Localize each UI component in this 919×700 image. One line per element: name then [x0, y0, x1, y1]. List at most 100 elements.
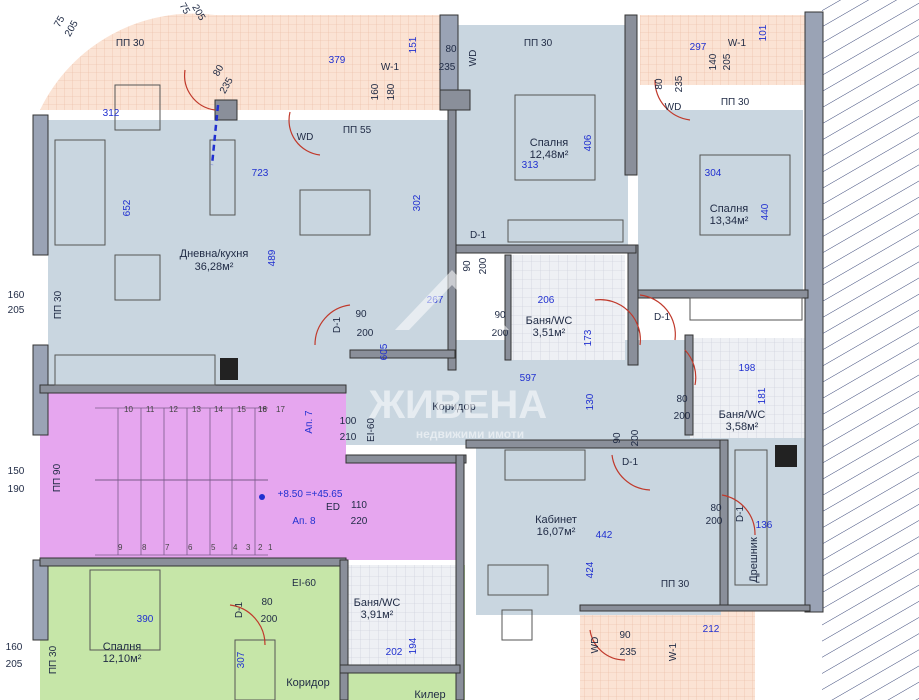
dim-200a: 200: [357, 328, 374, 339]
d1-tag-2: D-1: [654, 312, 671, 323]
columns: [220, 358, 797, 467]
dim-235a: 235: [439, 62, 456, 73]
bed3-name: Спалня: [103, 641, 142, 653]
dim-80a: 80: [445, 44, 457, 55]
dim-160c: 160: [6, 642, 23, 653]
dim-75b: 75: [177, 1, 192, 17]
dim-90a: 90: [355, 309, 367, 320]
dim-90d: 90: [462, 260, 473, 272]
dim-220: 220: [351, 516, 368, 527]
dim-75a: 75: [52, 14, 67, 30]
dim-190: 190: [8, 484, 25, 495]
dim-210: 210: [340, 432, 357, 443]
elevator-lobby: [346, 460, 456, 560]
furniture: [54, 84, 803, 700]
bed1-floor: [456, 25, 628, 245]
pp55-tag: ПП 55: [343, 125, 372, 136]
wd-tag-4: WD: [468, 50, 479, 67]
bath3-area: 3,91м²: [361, 609, 394, 621]
dim-130: 130: [585, 393, 596, 410]
pp30-tag-5: ПП 30: [53, 290, 64, 319]
dim-80f: 80: [676, 394, 688, 405]
stair-num: 10: [124, 405, 133, 414]
living-area: 36,28м²: [195, 261, 234, 273]
level-marker: [259, 494, 265, 500]
ap8-label: Ап. 8: [292, 516, 316, 527]
dim-235b: 235: [674, 75, 685, 92]
dim-202: 202: [386, 647, 403, 658]
pp30-tag-1: ПП 30: [524, 38, 553, 49]
walls: [32, 11, 824, 700]
dim-90e: 90: [494, 310, 506, 321]
dim-200b: 200: [706, 516, 723, 527]
dim-424: 424: [585, 561, 596, 578]
bed1-name: Спалня: [530, 137, 569, 149]
dim-200e: 200: [630, 429, 641, 446]
dim-297: 297: [690, 42, 707, 53]
stair-num: 7: [165, 543, 170, 552]
bed3-area: 12,10м²: [103, 653, 142, 665]
stair-numbers: 10 11 12 13 14 15 16 17 18 9 8 7 6 5 4 3…: [118, 405, 285, 552]
stair-num: 2: [258, 543, 263, 552]
dim-723: 723: [252, 168, 269, 179]
axis-dashed: [210, 104, 220, 166]
office-floor: [476, 445, 721, 615]
dim-307: 307: [236, 651, 247, 668]
w1-tag-3: W-1: [668, 642, 679, 661]
bath2-name: Баня/WC: [719, 409, 766, 421]
stair-num: 18: [258, 405, 267, 414]
dim-101: 101: [758, 24, 769, 41]
dim-313: 313: [522, 160, 539, 171]
d1-tag-4: D-1: [735, 506, 746, 523]
dim-150: 150: [8, 466, 25, 477]
dim-160b: 160: [8, 290, 25, 301]
dim-80b: 80: [654, 78, 665, 90]
closet-name: Дрешник: [748, 537, 760, 583]
dim-180a: 180: [386, 83, 397, 100]
dim-140a: 140: [708, 53, 719, 70]
dim-200c: 200: [261, 614, 278, 625]
bath1-floor: [505, 255, 625, 360]
dim-181: 181: [757, 387, 768, 404]
stair-num: 8: [142, 543, 147, 552]
office-area: 16,07м²: [537, 526, 576, 538]
d1-tag-6: D-1: [234, 602, 245, 619]
dim-312: 312: [103, 108, 120, 119]
doors: [184, 69, 756, 661]
terrace-bottom-right: [580, 605, 755, 700]
living-name: Дневна/кухня: [180, 248, 249, 260]
dim-110: 110: [351, 500, 367, 511]
stair-num: 1: [268, 543, 273, 552]
dim-304: 304: [705, 168, 722, 179]
stair-num: 16: [258, 405, 267, 414]
w1-tag-1: W-1: [381, 62, 400, 73]
stair-num: 14: [214, 405, 223, 414]
wd-tag-2: WD: [665, 102, 682, 113]
dim-151: 151: [408, 36, 419, 53]
watermark: ЖИВЕНА недвижими имоти: [368, 270, 547, 441]
dim-90c: 90: [612, 432, 623, 444]
pp90-tag: ПП 90: [52, 463, 63, 492]
storage-name: Килер: [414, 689, 445, 700]
pp30-tag-3: ПП 30: [661, 579, 690, 590]
d1-tag-1: D-1: [470, 230, 487, 241]
bath3-name: Баня/WC: [354, 597, 401, 609]
stairwell: [40, 392, 346, 564]
dim-212: 212: [703, 624, 720, 635]
bath2-floor: [690, 338, 805, 438]
bath3-floor: [345, 565, 460, 665]
corridor1-name: Коридор: [432, 401, 475, 413]
wd-tag-3: WD: [590, 637, 601, 654]
w1-tag-2: W-1: [728, 38, 747, 49]
dim-173: 173: [583, 329, 594, 346]
stair-num: 12: [169, 405, 178, 414]
dim-80e: 80: [261, 597, 273, 608]
bath1-area: 3,51м²: [533, 327, 566, 339]
stair-num: 15: [237, 405, 246, 414]
d1-tag-3: D-1: [622, 457, 639, 468]
dim-652: 652: [122, 199, 133, 216]
dim-440: 440: [760, 203, 771, 220]
watermark-sub: недвижими имоти: [416, 427, 524, 441]
stair-num: 9: [118, 543, 123, 552]
bed2-area: 13,34м²: [710, 215, 749, 227]
